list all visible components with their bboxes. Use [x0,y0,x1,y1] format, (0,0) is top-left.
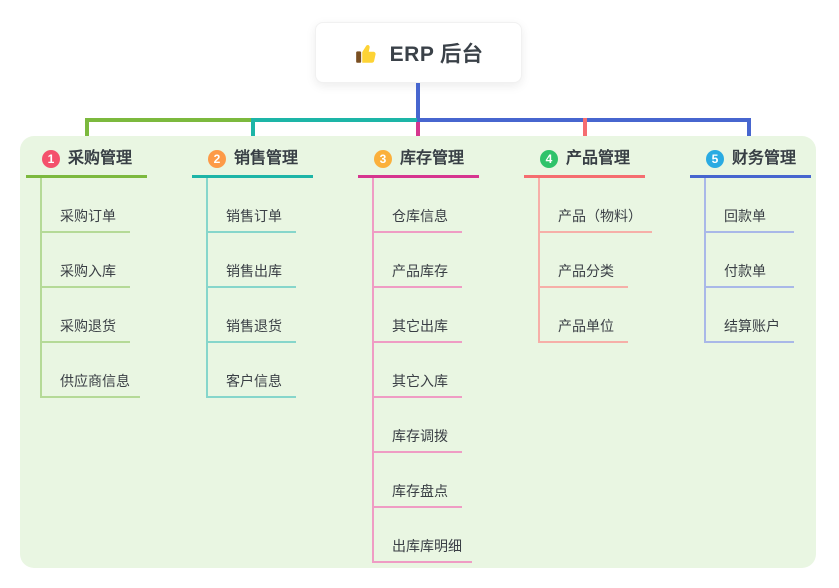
sub-node[interactable]: 采购订单 [42,178,130,233]
sub-node-label: 其它入库 [392,373,448,389]
branch-title-node[interactable]: 2 销售管理 [192,148,313,178]
sub-node[interactable]: 库存盘点 [374,453,462,508]
root-stem-line [416,83,420,122]
branch-title-node[interactable]: 5 财务管理 [690,148,811,178]
sub-node-label: 销售出库 [226,263,282,279]
drop-line-2 [251,118,255,145]
sub-node[interactable]: 产品库存 [374,233,462,288]
sub-node[interactable]: 库存调拨 [374,398,462,453]
bus-segment-teal [251,118,417,122]
sub-node[interactable]: 供应商信息 [42,343,140,398]
sub-node[interactable]: 结算账户 [706,288,794,343]
sub-node[interactable]: 付款单 [706,233,794,288]
branch-5: 5 财务管理回款单付款单结算账户 [690,148,839,343]
branch-title-node[interactable]: 4 产品管理 [524,148,645,178]
sub-node[interactable]: 采购入库 [42,233,130,288]
drop-line-5 [747,118,751,145]
branch-title-node[interactable]: 1 采购管理 [26,148,147,178]
sub-node[interactable]: 销售订单 [208,178,296,233]
sub-node[interactable]: 客户信息 [208,343,296,398]
branch-subs: 销售订单销售出库销售退货客户信息 [206,178,352,398]
sub-node-label: 回款单 [724,208,766,224]
branch-subs: 产品（物料） 产品分类产品单位 [538,178,684,343]
drop-line-1 [85,118,89,145]
branch-number-badge: 4 [540,150,558,168]
sub-node-label: 客户信息 [226,373,282,389]
sub-node-label: 产品分类 [558,263,614,279]
branch-2: 2 销售管理销售订单销售出库销售退货客户信息 [192,148,352,398]
branch-number-badge: 3 [374,150,392,168]
sub-node[interactable]: 采购退货 [42,288,130,343]
sub-node[interactable]: 其它出库 [374,288,462,343]
root-node-erp[interactable]: ERP 后台 [315,22,522,83]
branch-subs: 仓库信息产品库存其它出库其它入库库存调拨库存盘点出库库明细 [372,178,518,563]
sub-node[interactable]: 产品分类 [540,233,628,288]
sub-node-label: 结算账户 [724,318,780,334]
branch-title-node[interactable]: 3 库存管理 [358,148,479,178]
sub-node-label: 仓库信息 [392,208,448,224]
sub-node-label: 库存盘点 [392,483,448,499]
sub-node-label: 销售退货 [226,318,282,334]
branch-label: 财务管理 [732,150,797,167]
sub-node-label: 产品库存 [392,263,448,279]
branch-number-badge: 2 [208,150,226,168]
sub-node-label: 产品（物料） [558,208,642,224]
sub-node-label: 出库库明细 [392,538,462,554]
branches-panel [20,136,816,568]
sub-node-label: 供应商信息 [60,373,130,389]
branch-label: 销售管理 [234,150,299,167]
bus-segment-green [85,118,251,122]
branch-label: 库存管理 [400,150,465,167]
branch-number-badge: 1 [42,150,60,168]
thumbs-up-icon [355,44,376,63]
sub-node-label: 库存调拨 [392,428,448,444]
branch-subs: 采购订单采购入库采购退货供应商信息 [40,178,186,398]
sub-node[interactable]: 产品单位 [540,288,628,343]
sub-node[interactable]: 仓库信息 [374,178,462,233]
sub-node-label: 产品单位 [558,318,614,334]
sub-node[interactable]: 出库库明细 [374,508,472,563]
branch-4: 4 产品管理产品（物料） 产品分类产品单位 [524,148,684,343]
sub-node-label: 采购订单 [60,208,116,224]
sub-node-label: 其它出库 [392,318,448,334]
sub-node[interactable]: 其它入库 [374,343,462,398]
branch-1: 1 采购管理采购订单采购入库采购退货供应商信息 [26,148,186,398]
sub-node[interactable]: 销售出库 [208,233,296,288]
branch-subs: 回款单付款单结算账户 [704,178,839,343]
drop-line-4 [583,118,587,145]
sub-node[interactable]: 销售退货 [208,288,296,343]
sub-node-label: 采购入库 [60,263,116,279]
sub-node[interactable]: 回款单 [706,178,794,233]
sub-node[interactable]: 产品（物料） [540,178,652,233]
branch-number-badge: 5 [706,150,724,168]
branch-label: 产品管理 [566,150,631,167]
sub-node-label: 采购退货 [60,318,116,334]
branch-label: 采购管理 [68,150,133,167]
root-title: ERP 后台 [389,42,484,66]
branch-3: 3 库存管理仓库信息产品库存其它出库其它入库库存调拨库存盘点出库库明细 [358,148,518,563]
sub-node-label: 销售订单 [226,208,282,224]
drop-line-3 [416,122,420,145]
sub-node-label: 付款单 [724,263,766,279]
